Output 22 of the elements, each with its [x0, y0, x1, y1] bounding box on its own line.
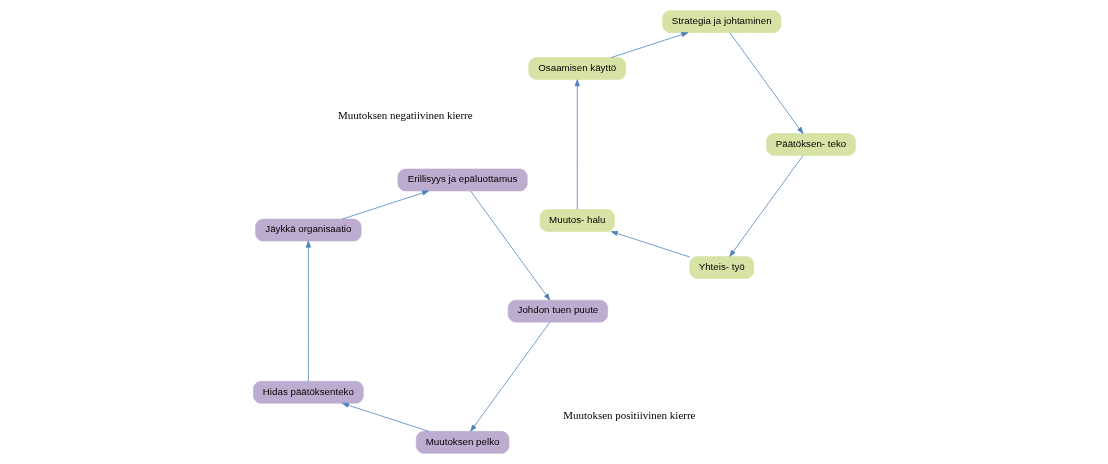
arrow: [728, 155, 803, 257]
arrow: [341, 190, 429, 220]
arrow: [341, 402, 429, 432]
node-box: Muutoksen pelko: [415, 431, 509, 454]
node-box: Erillisyys ja epäluottamus: [397, 168, 528, 192]
node-box: Jäykkä organisaatio: [254, 218, 361, 242]
node-box: Hidas päätöksenteko: [252, 380, 364, 404]
node-box: Päätöksen- teko: [765, 133, 856, 156]
arrow: [305, 240, 311, 382]
label: Muutoksen positiivinen kierre: [562, 409, 695, 422]
arrow: [469, 190, 550, 301]
node-box: Strategia ja johtaminen: [661, 10, 781, 33]
arrow: [610, 32, 688, 58]
arrow: [610, 230, 690, 258]
node-box: Muutos- halu: [539, 209, 615, 232]
node-box: Yhteis- työ: [688, 256, 754, 279]
arrow: [469, 321, 550, 432]
arrow: [728, 32, 803, 134]
label: Muutoksen negatiivinen kierre: [337, 109, 473, 122]
node-box: Osaamisen käyttö: [527, 57, 626, 80]
arrow: [574, 79, 580, 210]
node-box: Johdon tuen puute: [507, 299, 608, 323]
